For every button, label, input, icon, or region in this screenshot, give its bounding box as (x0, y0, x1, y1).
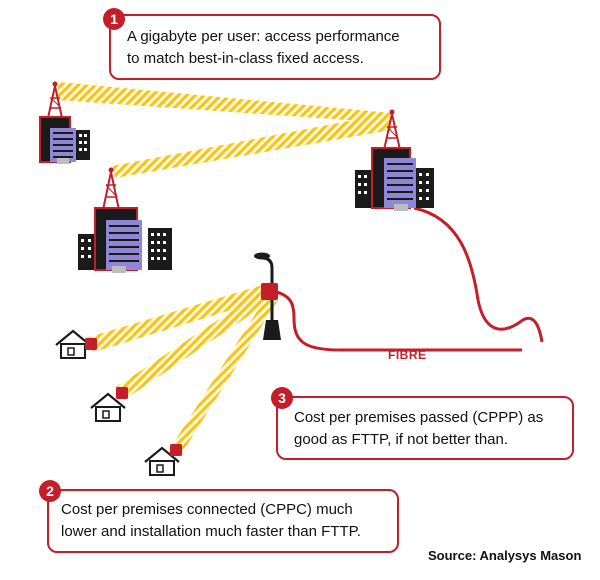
office-building-icon (78, 207, 172, 273)
cell-tower-3 (78, 167, 172, 273)
callout-cost-per-premises-passed: Cost per premises passed (CPPP) as good … (276, 396, 574, 460)
callout-gigabyte-per-user: A gigabyte per user: access performance … (109, 14, 441, 80)
beam-tower-1-to-tower-2 (58, 82, 391, 123)
tower-mast-icon (102, 167, 120, 211)
house-icon (144, 446, 180, 476)
tower-mast-icon (47, 81, 63, 119)
office-building-icon (355, 147, 434, 211)
callout-number-badge: 2 (39, 480, 61, 502)
beam-lamp-to-house-2 (116, 289, 272, 398)
fibre-cable-lamp (275, 290, 522, 352)
house-2 (90, 387, 128, 422)
callout-text-line: Cost per premises passed (CPPP) as (294, 409, 544, 426)
callout-number-badge: 1 (103, 8, 125, 30)
receiver-antenna-icon (170, 444, 182, 456)
callout-number-badge: 3 (271, 387, 293, 409)
callout-cost-per-premises-connected: Cost per premises connected (CPPC) much … (47, 489, 399, 553)
small-cell-antenna-icon (261, 283, 278, 300)
cell-tower-1 (39, 81, 90, 164)
callout-text-line: good as FTTP, if not better than. (294, 431, 509, 448)
house-icon (90, 392, 126, 422)
fibre-label: FIBRE (388, 348, 427, 362)
callout-text-line: to match best-in-class fixed access. (127, 50, 364, 67)
beam-lamp-to-house-3 (171, 294, 278, 453)
cell-tower-2 (355, 109, 434, 211)
house-1 (55, 329, 97, 359)
callout-text-line: Cost per premises connected (CPPC) much (61, 501, 353, 518)
receiver-antenna-icon (85, 338, 97, 350)
house-3 (144, 444, 182, 476)
house-icon (55, 329, 91, 359)
tower-mast-icon (383, 109, 401, 151)
beam-lamp-to-house-1 (86, 284, 270, 352)
callout-text-line: A gigabyte per user: access performance (127, 28, 400, 45)
office-building-icon (39, 116, 90, 164)
street-lamp-icon (254, 252, 281, 340)
street-lamp-small-cell (254, 252, 281, 340)
callout-text-line: lower and installation much faster than … (61, 523, 361, 540)
source-credit: Source: Analysys Mason (428, 548, 582, 563)
receiver-antenna-icon (116, 387, 128, 399)
beam-tower-2-to-tower-3 (112, 113, 391, 178)
fibre-cable-tower-2 (413, 206, 544, 343)
